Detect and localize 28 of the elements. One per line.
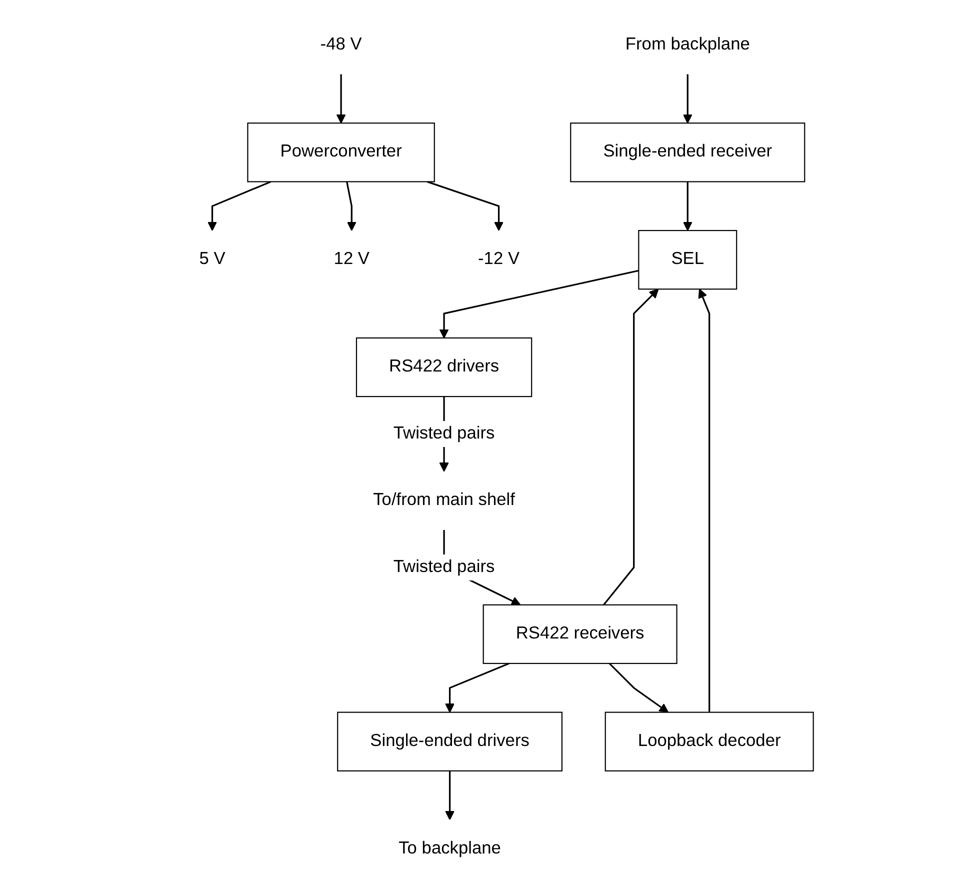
text-label: 12 V (334, 250, 370, 268)
arrow (445, 662, 510, 713)
block-box: Loopback decoder (604, 712, 814, 772)
text-label: -48 V (320, 35, 362, 54)
arrow (208, 180, 272, 231)
text-label: To/from main shelf (373, 490, 515, 510)
arrow (698, 288, 710, 712)
arrow (445, 770, 455, 820)
arrow (439, 270, 639, 338)
arrow (603, 288, 659, 606)
arrow (608, 662, 669, 713)
text-label: From backplane (625, 35, 750, 54)
text-label: 5 V (199, 250, 226, 268)
block-box: Powerconverter (247, 122, 435, 182)
block-box: RS422 drivers (356, 337, 532, 398)
block-box: RS422 receivers (482, 604, 678, 664)
edge-label: Twisted pairs (393, 420, 495, 447)
arrow (346, 182, 356, 231)
arrow (336, 74, 346, 124)
arrow (426, 180, 504, 231)
block-box: SEL (638, 230, 738, 290)
text-label: To backplane (398, 839, 501, 858)
arrow (682, 182, 692, 231)
block-box: Single-ended drivers (337, 712, 562, 772)
arrow (682, 74, 692, 124)
text-label: -12 V (478, 250, 520, 268)
block-box: Single-ended receiver (570, 122, 806, 182)
edge-label: Twisted pairs (393, 554, 495, 580)
